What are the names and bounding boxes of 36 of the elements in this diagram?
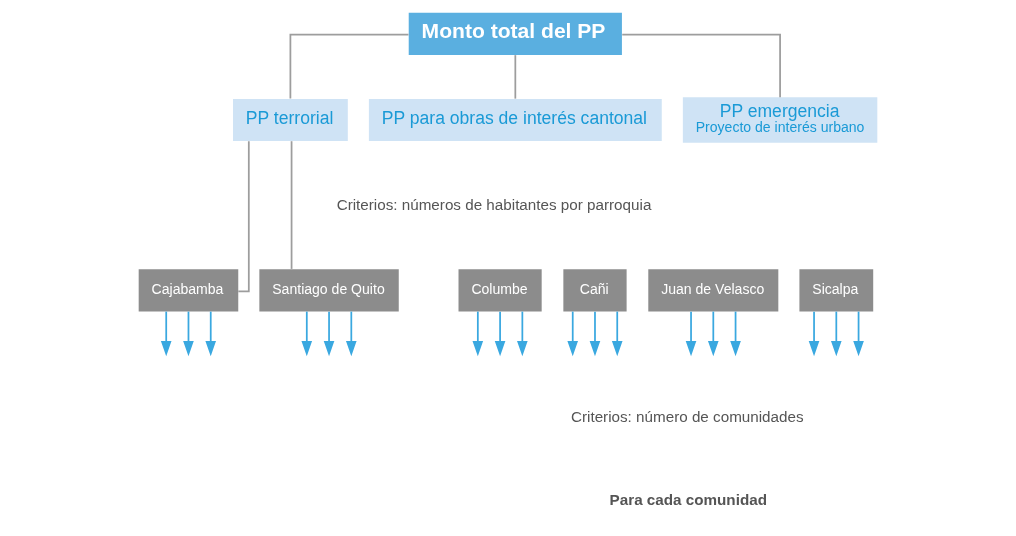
arrow xyxy=(730,310,741,357)
arrow xyxy=(853,310,864,357)
arrow xyxy=(517,310,528,357)
node-box: Monto total del PP xyxy=(408,12,622,55)
arrow xyxy=(183,310,194,357)
arrow xyxy=(345,310,357,357)
node-box: Columbe xyxy=(458,269,542,312)
connector xyxy=(289,33,410,100)
arrow xyxy=(830,310,842,357)
arrow xyxy=(205,310,217,357)
node-box: Santiago de Quito xyxy=(259,269,399,312)
connector xyxy=(237,140,250,293)
connector xyxy=(514,54,517,100)
connector xyxy=(621,33,781,98)
arrow xyxy=(808,310,820,357)
connector xyxy=(290,140,293,270)
arrow xyxy=(685,310,697,357)
arrow xyxy=(160,310,172,357)
arrow xyxy=(589,310,601,357)
label: Criterios: número de comunidades xyxy=(570,407,804,425)
node-box: PP para obras de interés cantonal xyxy=(368,98,662,142)
node-box: Cajabamba xyxy=(138,269,239,312)
arrow xyxy=(494,310,506,357)
arrow xyxy=(472,310,484,357)
node-box: Juan de Velasco xyxy=(648,269,779,312)
node-box: PP terrorial xyxy=(233,98,348,142)
node-box: Sicalpa xyxy=(799,269,874,312)
label: Criterios: números de habitantes por parroquia xyxy=(336,196,652,214)
arrow xyxy=(301,310,313,357)
arrow xyxy=(707,310,719,357)
node-box: PP emergencia Proyecto de interés urbano xyxy=(682,97,878,143)
arrow xyxy=(567,310,579,357)
node-box: Cañi xyxy=(563,269,627,312)
label: Para cada comunidad xyxy=(609,490,767,508)
arrow xyxy=(323,310,335,357)
arrow xyxy=(611,310,623,357)
